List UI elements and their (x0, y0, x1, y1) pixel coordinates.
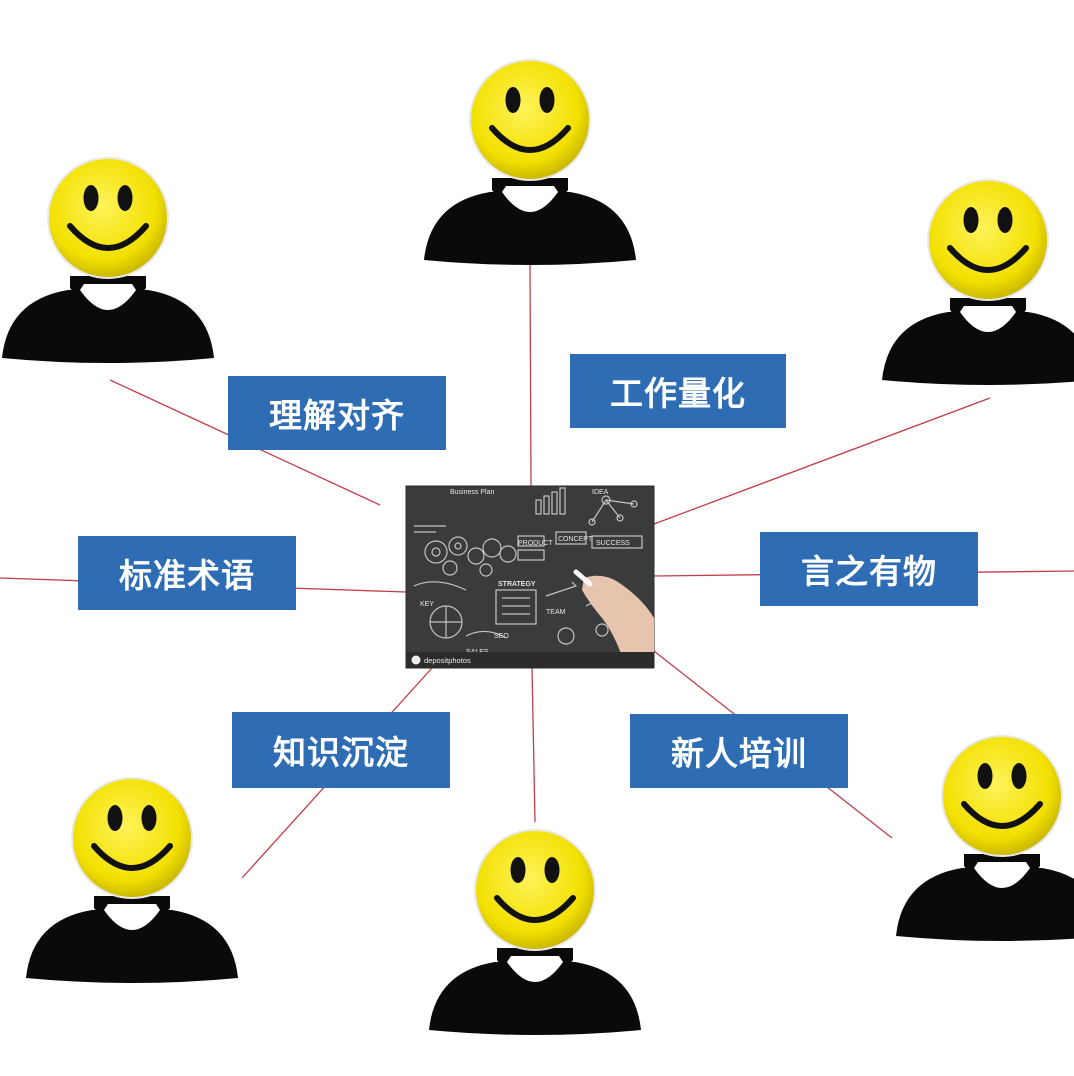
line-top (529, 264, 532, 487)
chalkboard-image: Business Plan STRATEGY SUCCESS CONCEPT P… (405, 485, 655, 669)
line-bottom (531, 667, 536, 823)
board-word-concept: CONCEPT (558, 536, 593, 543)
person-lower-left (26, 778, 238, 983)
person-top (424, 60, 636, 265)
person-lower-right (896, 736, 1074, 941)
hand-drawing (573, 569, 654, 668)
person-upper-left (2, 158, 214, 363)
label-work-quantification: 工作量化 (570, 354, 786, 428)
label-understanding-alignment: 理解对齐 (228, 376, 446, 450)
board-word-key: KEY (420, 601, 434, 608)
board-word-product: PRODUCT (518, 540, 553, 547)
board-word-idea: IDEA (592, 489, 609, 496)
line-upper-right (653, 397, 991, 525)
board-word-success: SUCCESS (596, 540, 630, 547)
person-upper-right (882, 180, 1074, 385)
board-logo-text: depositphotos (424, 656, 471, 665)
label-meaningful-content: 言之有物 (760, 532, 978, 606)
label-standard-terms: 标准术语 (78, 536, 296, 610)
board-word-team: TEAM (546, 609, 566, 616)
label-newcomer-training: 新人培训 (630, 714, 848, 788)
board-word-seo: SEO (494, 633, 509, 640)
board-word-business-plan: Business Plan (450, 489, 494, 496)
label-knowledge-accumulation: 知识沉淀 (232, 712, 450, 788)
board-word-strategy: STRATEGY (498, 581, 536, 588)
person-bottom (429, 830, 641, 1035)
